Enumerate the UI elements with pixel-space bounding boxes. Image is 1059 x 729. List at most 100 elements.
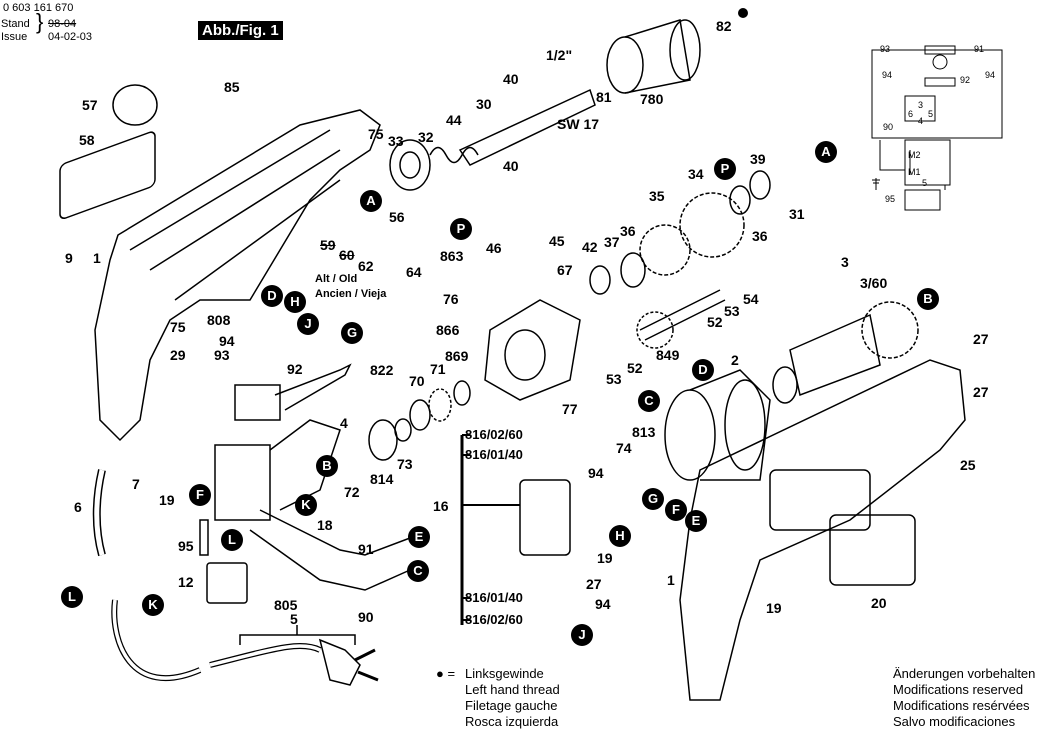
wire-91 <box>259 509 411 556</box>
part-label: 82 <box>716 18 732 34</box>
part-label: 74 <box>616 440 632 456</box>
part-label: 44 <box>446 112 462 128</box>
part-label: 35 <box>649 188 665 204</box>
part-label: 94 <box>595 596 611 612</box>
part-label: 863 <box>440 248 464 264</box>
gear-35 <box>639 224 691 276</box>
part-label: 7 <box>132 476 140 492</box>
part-label: 822 <box>370 362 394 378</box>
wiring-label: 3 <box>918 100 924 110</box>
wiring-label: M1 <box>908 167 921 177</box>
flange-866 <box>484 299 581 401</box>
brush-part-label: 816/01/40 <box>465 590 523 605</box>
part-label: 54 <box>743 291 759 307</box>
part-label: 866 <box>436 322 460 338</box>
plug <box>318 638 361 686</box>
wiring-label: 5 <box>928 109 934 119</box>
part-label: 92 <box>287 361 303 377</box>
part-label: 56 <box>389 209 405 225</box>
part-label: 91 <box>358 541 374 557</box>
part-label: 16 <box>433 498 449 514</box>
connector-marker-j: J <box>297 313 319 335</box>
part-label: 70 <box>409 373 425 389</box>
connector-marker-p: P <box>714 158 736 180</box>
housing-right <box>679 359 966 701</box>
disclaimer-line: Modifications resérvées <box>893 698 1030 713</box>
connector-marker-g: G <box>341 322 363 344</box>
part-label: 57 <box>82 97 98 113</box>
wiring-label: 4 <box>918 116 924 126</box>
part-label: 76 <box>443 291 459 307</box>
ring-39 <box>749 170 771 200</box>
connector-marker-b: B <box>316 455 338 477</box>
part-label: 27 <box>973 331 989 347</box>
label-plate-20 <box>829 514 916 586</box>
gear-34 <box>679 192 745 258</box>
part-label: 53 <box>724 303 740 319</box>
ring-71 <box>428 388 452 422</box>
issue-date: 04-02-03 <box>48 31 93 43</box>
part-label: 75 <box>170 319 186 335</box>
doc-number: 0 603 161 670 <box>3 2 74 14</box>
part-label: 40 <box>503 158 519 174</box>
connector-marker-j: J <box>571 624 593 646</box>
wiring-label: 94 <box>882 70 893 80</box>
bearing-814 <box>368 419 398 461</box>
ring-70 <box>409 399 431 431</box>
part-label: 42 <box>582 239 598 255</box>
legend-line: Filetage gauche <box>465 698 558 713</box>
brush-part-label: 816/02/60 <box>465 427 523 442</box>
connector-marker-h: H <box>284 291 306 313</box>
part-label: 12 <box>178 574 194 590</box>
sleeve-73 <box>394 418 412 442</box>
part-label: 30 <box>476 96 492 112</box>
wiring-label: 91 <box>974 44 985 54</box>
wiring-label: M2 <box>908 150 921 160</box>
connector-marker-d: D <box>261 285 283 307</box>
legend-symbol: ● = <box>436 666 456 681</box>
part-label: 1 <box>667 572 675 588</box>
bearing-33 <box>389 139 431 191</box>
brush-part-label: 816/01/40 <box>465 447 523 462</box>
part-label: 95 <box>178 538 194 554</box>
disclaimer-line: Änderungen vorbehalten <box>893 666 1036 681</box>
part-label: 1 <box>93 250 101 266</box>
wiring-label: 95 <box>885 194 896 204</box>
wire-90 <box>249 529 411 591</box>
wiring-label: 94 <box>985 70 996 80</box>
spindle-30 <box>458 88 596 166</box>
wiring-label: 5 <box>922 178 928 188</box>
cap-57 <box>112 84 158 126</box>
part-label: 27 <box>586 576 602 592</box>
switch-block <box>234 384 281 421</box>
part-label: 5 <box>290 611 298 627</box>
old-parts-note-line1: Alt / Old <box>315 273 358 285</box>
brush-holder-16 <box>519 479 571 556</box>
connector-marker-e: E <box>685 510 707 532</box>
wiring-label: 90 <box>883 122 894 132</box>
part-label: 849 <box>656 347 680 363</box>
wiring-label: 92 <box>960 75 971 85</box>
legend-line: Rosca izquierda <box>465 714 559 729</box>
part-label: 20 <box>871 595 887 611</box>
connector-marker-b: B <box>917 288 939 310</box>
part-label: 6 <box>74 499 82 515</box>
part-label: 4 <box>340 415 348 431</box>
part-label: 869 <box>445 348 469 364</box>
part-label: 72 <box>344 484 360 500</box>
connector-marker-k: K <box>142 594 164 616</box>
part-label: 780 <box>640 91 664 107</box>
part-label-old: 60 <box>339 247 355 263</box>
stand-label: Stand <box>1 18 30 30</box>
shaft-849 <box>639 289 726 341</box>
part-label: 58 <box>79 132 95 148</box>
part-label: 32 <box>418 129 434 145</box>
part-label: 77 <box>562 401 578 417</box>
connector-marker-a: A <box>815 141 837 163</box>
connector-marker-h: H <box>609 525 631 547</box>
wiring-label: 6 <box>908 109 914 119</box>
connector-marker-c: C <box>638 390 660 412</box>
part-label: 33 <box>388 133 404 149</box>
connector-marker-c: C <box>407 560 429 582</box>
